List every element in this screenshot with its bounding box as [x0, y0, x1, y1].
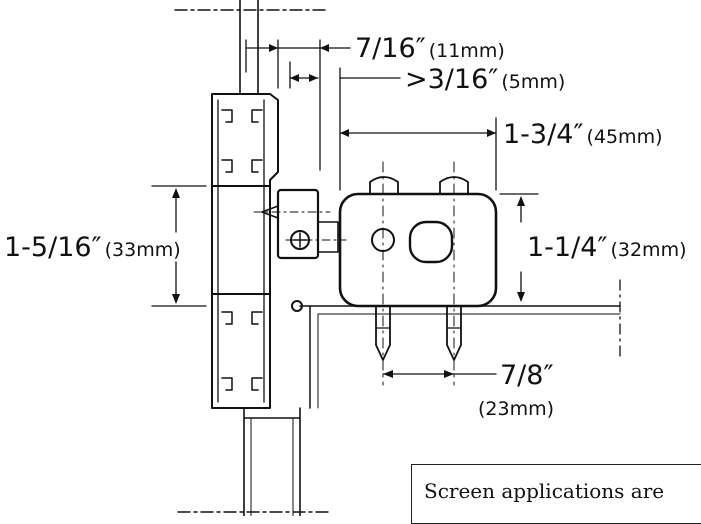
frame-height-label: 1-5/16″(33mm): [4, 232, 181, 263]
body-width-label: 1-3/4″(45mm): [503, 119, 663, 150]
screw-spacing-metric: (23mm): [478, 398, 554, 420]
dimension-arrows: [172, 44, 525, 378]
gap-top-label: 7/16″(11mm): [355, 33, 505, 64]
centerline-marks: [174, 9, 331, 513]
mounting-surface: [299, 305, 621, 409]
frame-profile: [211, 93, 303, 409]
mounting-screws: [375, 161, 462, 386]
gap-min-label: >3/16″(5mm): [405, 64, 565, 95]
lock-body: [338, 176, 498, 308]
side-bracket: [253, 188, 347, 260]
note-box: Screen applications are: [411, 464, 701, 524]
note-text: Screen applications are: [424, 479, 665, 503]
screw-spacing-label: 7/8″: [500, 360, 554, 391]
upper-pane: [239, 0, 259, 95]
dimension-labels: 7/16″(11mm) >3/16″(5mm) 1-3/4″(45mm) 1-5…: [4, 33, 687, 420]
lower-pane: [243, 407, 301, 517]
body-height-label: 1-1/4″(32mm): [527, 232, 687, 263]
